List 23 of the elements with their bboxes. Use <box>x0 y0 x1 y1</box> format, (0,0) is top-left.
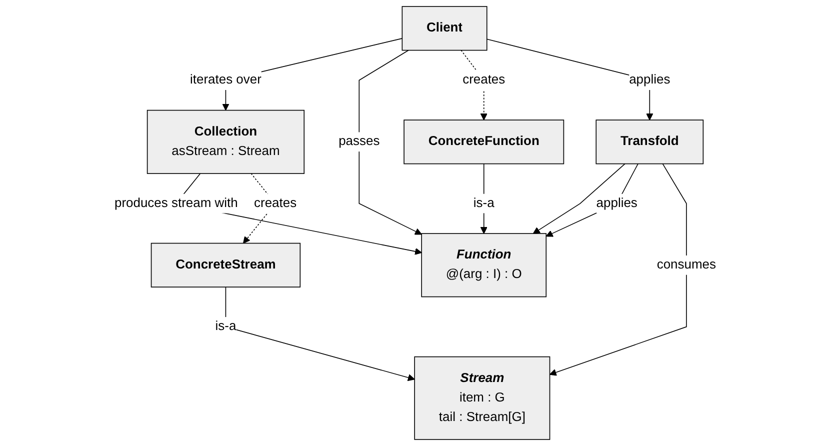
edge-label: is-a <box>474 196 495 210</box>
edge-label: passes <box>338 134 380 148</box>
edge-label: consumes <box>657 258 716 272</box>
node-box: Transfold <box>596 120 704 164</box>
node-box: Client <box>402 6 488 51</box>
arrow <box>226 286 416 382</box>
node-box: Function @(arg : I) : O <box>421 233 547 298</box>
edge-label: creates <box>462 72 506 87</box>
node-box: Collection asStream : Stream <box>147 110 305 174</box>
edge-label: iterates over <box>190 72 262 87</box>
node-box: ConcreteStream <box>151 242 301 288</box>
edge-label: produces stream with <box>114 196 238 210</box>
arrow <box>533 163 626 234</box>
edge-label: applies <box>596 196 638 210</box>
edge-label: applies <box>629 72 670 87</box>
edge-label: creates <box>254 196 297 210</box>
node-box: Stream item : G tail : Stream[G] <box>414 356 550 440</box>
arrow <box>359 50 422 235</box>
arrow <box>480 163 488 234</box>
node-box: ConcreteFunction <box>404 120 564 164</box>
arrow <box>546 163 639 237</box>
edge-label: is-a <box>216 319 236 334</box>
arrow <box>550 163 688 376</box>
